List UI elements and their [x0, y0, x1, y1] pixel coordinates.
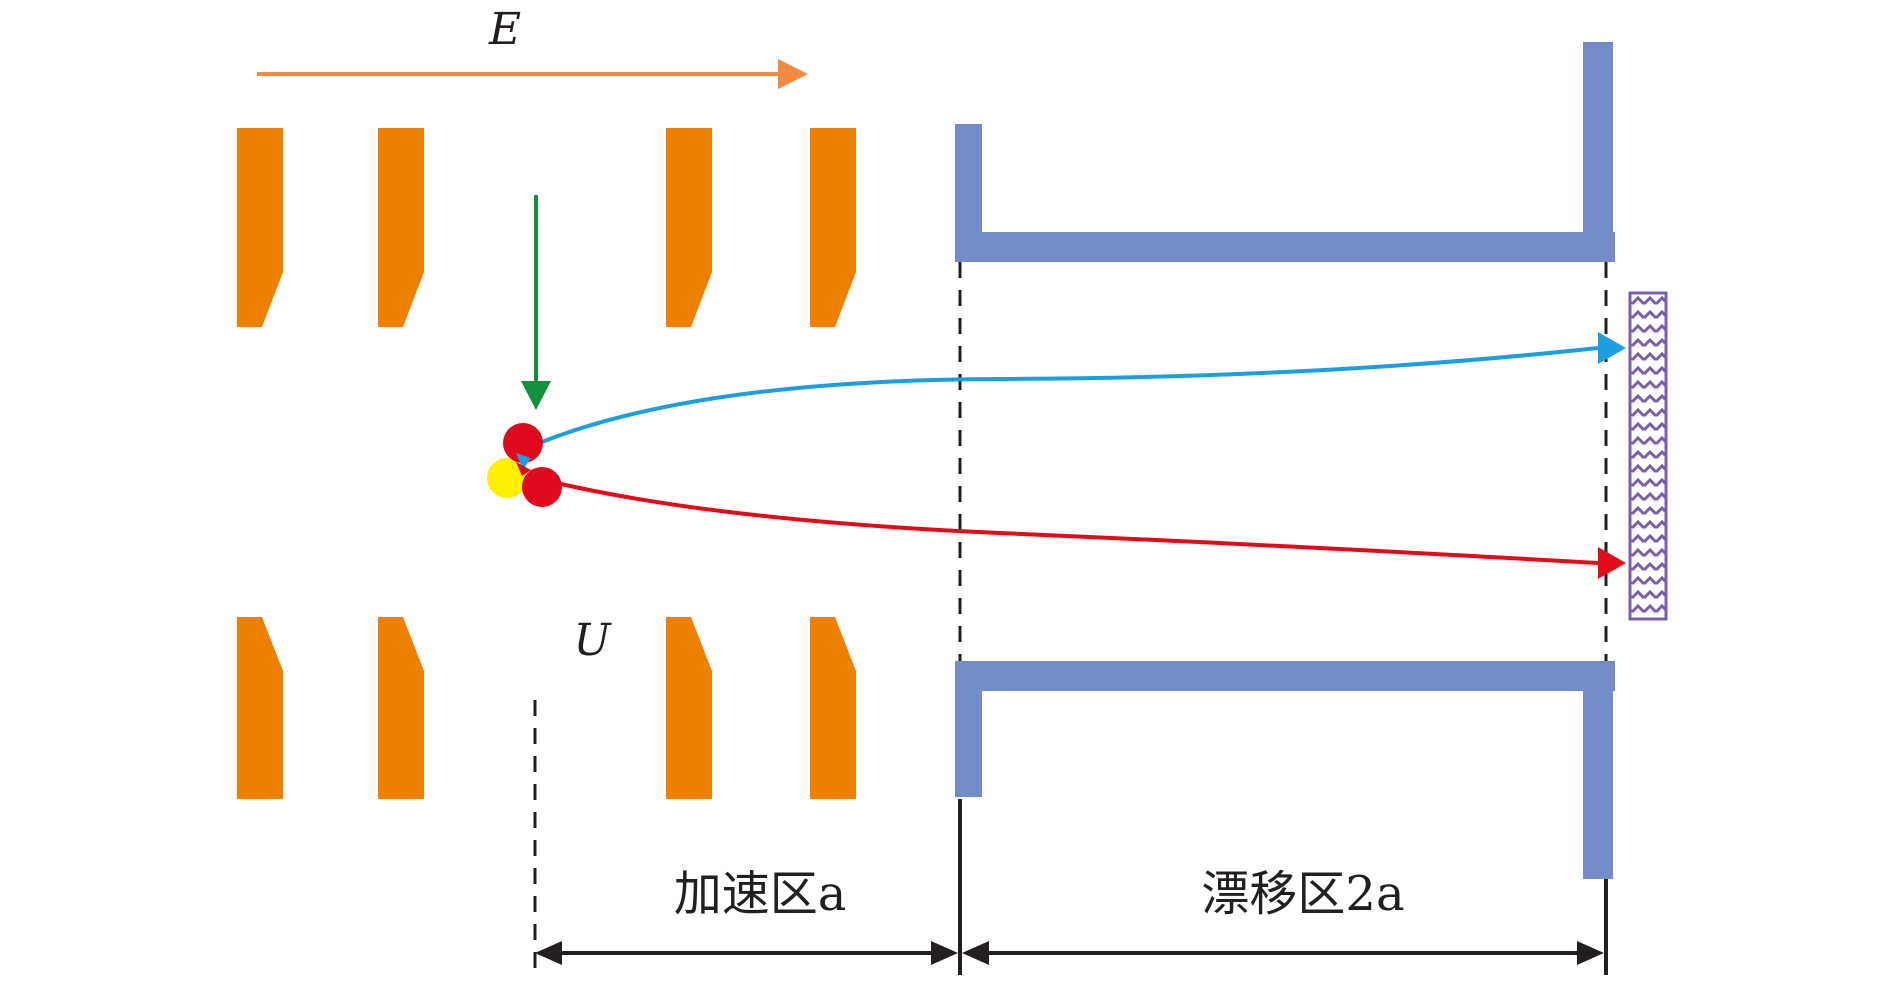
bottom-electrode-4: [810, 617, 856, 799]
top-electrode-1: [237, 128, 283, 327]
region-boundaries: [533, 262, 1608, 980]
bottom-electrode-2: [378, 617, 424, 799]
drift-dim-arrow-right: [1577, 941, 1604, 965]
atom-yellow: [487, 458, 527, 498]
dimension-lines: [535, 799, 1608, 975]
field-arrow: [257, 59, 808, 89]
top-electrodes: [237, 128, 856, 327]
fragment-arrow-red: [516, 462, 531, 476]
field-label: E: [488, 4, 521, 55]
detector: [1628, 291, 1668, 621]
drift-tube-top-wall: [955, 232, 1615, 262]
drift-dim-arrow-left: [962, 941, 989, 965]
top-electrode-4: [810, 128, 856, 327]
atom-red-bottom: [522, 467, 562, 507]
heavy-ion-trajectory: [531, 475, 1626, 579]
drift-tube-bottom-entry: [955, 661, 982, 797]
drift-region-label: 漂移区2a: [1201, 866, 1404, 922]
drift-tube: [955, 42, 1615, 879]
accel-region-label: 加速区a: [674, 866, 847, 922]
top-electrode-3: [666, 128, 712, 327]
bottom-electrode-3: [666, 617, 712, 799]
fragment-arrow-blue: [516, 453, 531, 470]
drift-tube-top-exit: [1583, 42, 1613, 262]
accel-dim-arrow-right: [931, 941, 958, 965]
atom-red-top: [503, 423, 543, 463]
laser-arrow: [521, 195, 551, 410]
accel-dim-arrow-left: [535, 941, 562, 965]
molecule: [487, 423, 562, 507]
bottom-electrode-1: [237, 617, 283, 799]
bottom-electrodes: [237, 617, 856, 799]
voltage-label: U: [573, 615, 612, 666]
top-electrode-2: [378, 128, 424, 327]
drift-tube-bottom-wall: [955, 661, 1615, 691]
drift-tube-bottom-exit: [1583, 661, 1613, 879]
light-ion-trajectory: [522, 332, 1626, 452]
